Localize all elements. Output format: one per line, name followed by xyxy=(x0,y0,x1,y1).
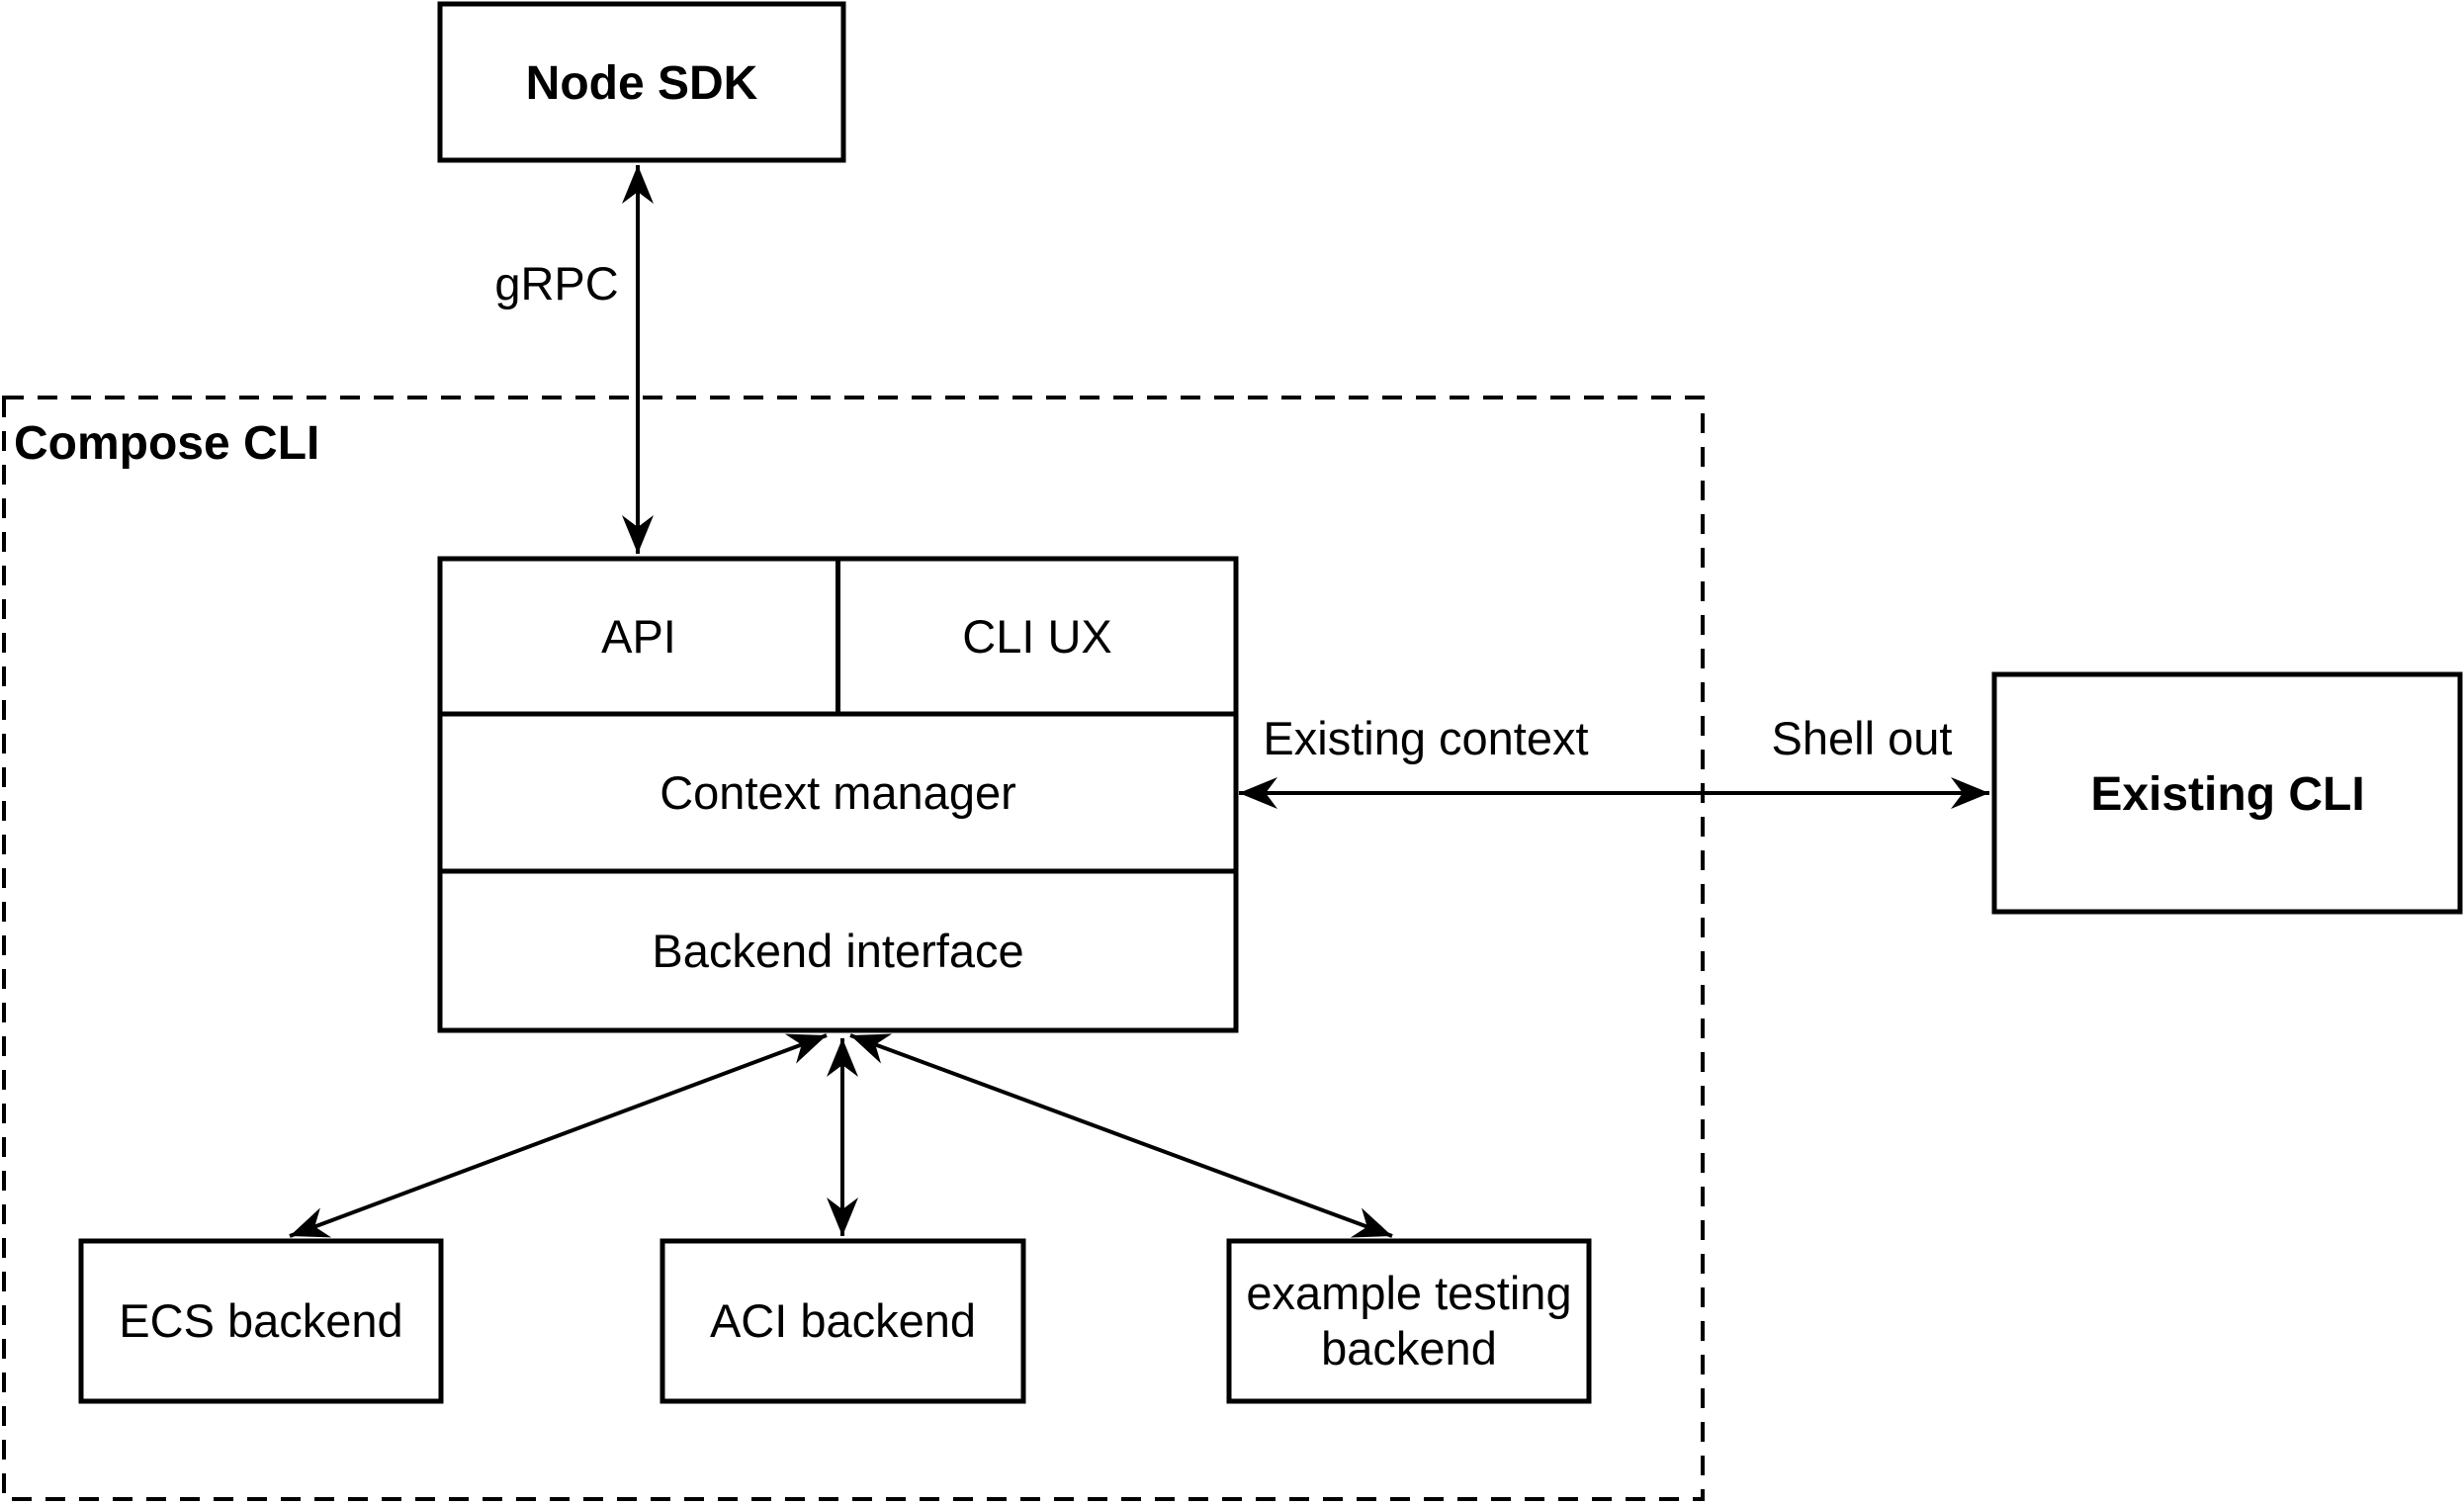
existing-context-edge-label: Existing context xyxy=(1263,712,1588,764)
example-testing-backend-label-line2: backend xyxy=(1321,1322,1497,1374)
example-testing-backend-box xyxy=(1226,1238,1592,1404)
aci-backend-label: ACI backend xyxy=(710,1294,976,1347)
aci-backend-box xyxy=(660,1238,1026,1404)
api-cell-label: API xyxy=(601,610,676,663)
ecs-backend-box xyxy=(78,1238,444,1404)
cli-ux-cell-label: CLI UX xyxy=(962,610,1112,663)
ecs-backend-edge xyxy=(289,1033,828,1238)
compose-cli-container-label: Compose CLI xyxy=(14,417,319,470)
node-sdk-box xyxy=(437,1,846,163)
ecs-backend-label: ECS backend xyxy=(119,1294,402,1347)
existing-cli-label: Existing CLI xyxy=(2090,768,2364,821)
grpc-edge-label: gRPC xyxy=(494,257,618,310)
shell-out-edge-label: Shell out xyxy=(1772,712,1953,764)
example-testing-backend-label-line1: example testing xyxy=(1246,1267,1571,1319)
node-sdk-label: Node SDK xyxy=(526,57,758,110)
backend-interface-cell-label: Backend interface xyxy=(652,925,1023,977)
example-backend-edge xyxy=(849,1033,1393,1238)
existing-cli-box xyxy=(1991,671,2463,915)
context-manager-cell-label: Context manager xyxy=(660,766,1016,819)
compose-cli-container xyxy=(2,396,1705,1501)
